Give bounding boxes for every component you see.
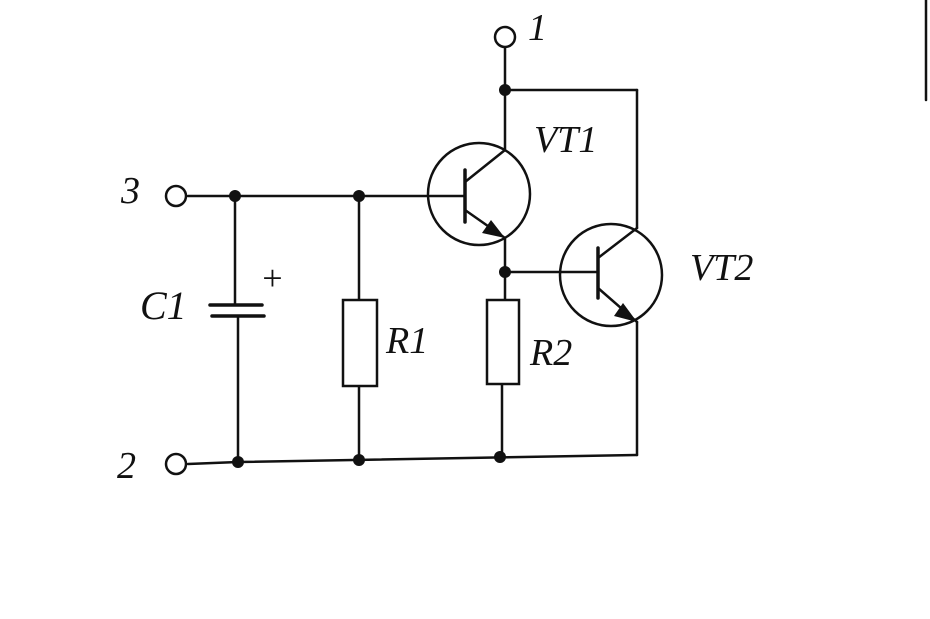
terminal-1-connector (493, 25, 517, 49)
resistor-r2-label: R2 (529, 332, 572, 374)
transistor-vt1-envelope (426, 141, 532, 247)
transistor-vt2 (558, 222, 664, 328)
capacitor-c1-label: C1 (140, 283, 187, 328)
transistor-vt2-label: VT2 (690, 247, 753, 289)
junction-nodes (229, 84, 511, 468)
terminal-3-label: 3 (120, 170, 140, 212)
terminal-2-label: 2 (117, 445, 136, 487)
wire-bottom-rail-left (186, 460, 240, 466)
junction-node (353, 454, 365, 466)
transistor-vt2-emitter-arrow (614, 303, 637, 322)
transistor-vt2-collector-lead (596, 226, 639, 260)
wires (186, 45, 639, 466)
transistor-vt1 (426, 141, 532, 247)
junction-node (232, 456, 244, 468)
junction-node (353, 190, 365, 202)
terminal-2-connector (164, 452, 188, 476)
transistor-vt1-collector-lead (463, 148, 507, 184)
junction-node (494, 451, 506, 463)
transistor-vt2-envelope (558, 222, 664, 328)
junction-node (499, 266, 511, 278)
wire-bottom-rail (236, 453, 639, 464)
terminal-1-label: 1 (528, 7, 547, 49)
transistor-vt1-emitter-arrow (482, 220, 505, 238)
capacitor-c1 (208, 303, 266, 318)
junction-node (499, 84, 511, 96)
resistor-r1-body (341, 298, 379, 388)
transistor-vt1-label: VT1 (534, 119, 597, 161)
resistor-r2-body (485, 298, 521, 386)
resistor-r1-label: R1 (385, 320, 428, 362)
capacitor-polarity-label: + (260, 258, 284, 298)
junction-node (229, 190, 241, 202)
terminal-3-connector (164, 184, 188, 208)
